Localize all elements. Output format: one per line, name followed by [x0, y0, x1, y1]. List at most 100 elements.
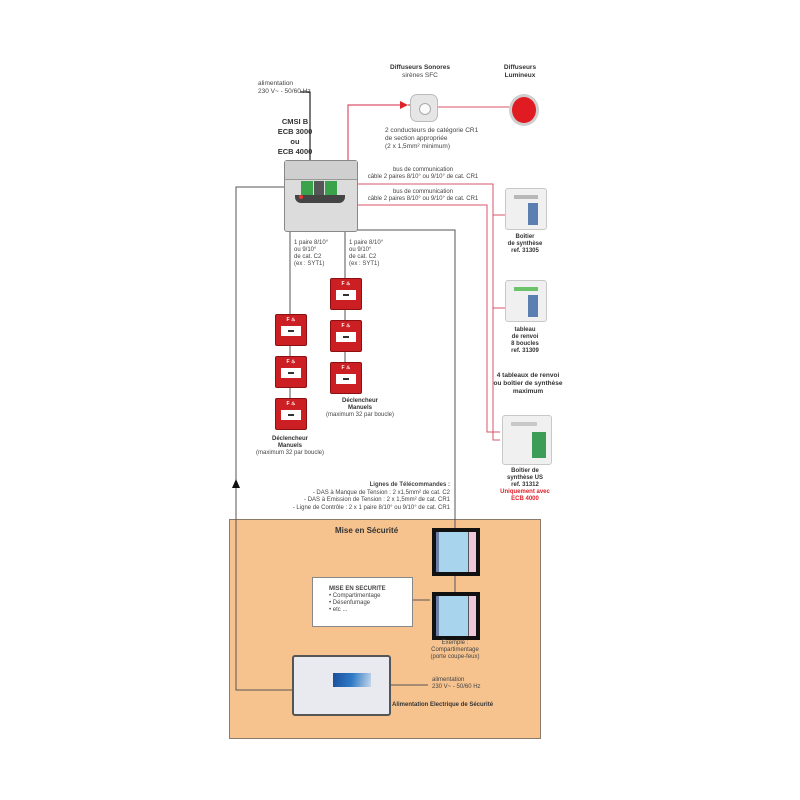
flash-title: Diffuseurs Lumineux — [490, 64, 550, 80]
callpoint-label: F ♨ — [286, 359, 296, 365]
board-icon — [532, 432, 546, 458]
aes-power-voltage: 230 V~ - 50/60 Hz — [432, 684, 481, 690]
manual-call-point-icon[interactable]: F ♨ — [275, 398, 307, 430]
bus1-line1: bus de communication — [392, 167, 454, 173]
manual-call-point-icon[interactable]: F ♨ — [275, 314, 307, 346]
siren-wire — [347, 104, 400, 160]
exemple-line1: Exemple : — [441, 640, 469, 646]
loop-right-line3: de cat. C2 — [349, 254, 377, 260]
boitier-31305-device[interactable] — [505, 188, 547, 230]
mise-box-item: • etc ... — [329, 607, 348, 613]
siren-title: Diffuseurs Sonores sirènes SFC — [380, 64, 460, 80]
telecommandes-note: Lignes de Télécommandes : - DAS à Manque… — [250, 482, 450, 512]
b31312-line1: Boîtier de — [511, 468, 539, 474]
flashing-light-icon[interactable] — [509, 94, 539, 126]
mise-box-item: • Désenfumage — [329, 600, 371, 606]
decl-left-line3: (maximum 32 par boucle) — [255, 450, 325, 456]
boitier-31305-label: Boîtier de synthèse ref. 31305 — [495, 234, 555, 255]
decl-right-line3: (maximum 32 par boucle) — [325, 412, 395, 418]
aes-label: Alimentation Electrique de Sécurité — [392, 702, 494, 708]
power-label-aes: alimentation 230 V~ - 50/60 Hz — [432, 677, 481, 691]
tableau-31309-label: tableau de renvoi 8 boucles ref. 31309 — [495, 327, 555, 355]
bus2-line2: câble 2 paires 8/10° ou 9/10° de cat. CR… — [367, 196, 479, 202]
telecommandes-item: - DAS à Manque de Tension : 2 x1,5mm² de… — [312, 489, 450, 496]
decl-left-line1: Déclencheur — [271, 436, 308, 442]
siren-icon[interactable] — [410, 94, 438, 122]
decl-right-line1: Déclencheur — [341, 398, 378, 404]
exemple-label: Exemple : Compartimentage (porte coupe-f… — [420, 640, 490, 661]
bus-wire-1 — [356, 183, 500, 441]
power-voltage: 230 V~ - 50/60 Hz — [258, 88, 311, 95]
fire-door-icon[interactable] — [432, 592, 480, 640]
return-wire-inside — [235, 519, 292, 691]
loop-right-line2: ou 9/10° — [349, 247, 372, 253]
keypad-icon — [528, 295, 538, 317]
loop-left-line3: de cat. C2 — [294, 254, 322, 260]
telecommand-wire — [356, 229, 456, 530]
loop-label-right: 1 paire 8/10° ou 9/10° de cat. C2 (ex : … — [349, 240, 383, 268]
cmsi-line2: ECB 3000 — [277, 127, 313, 136]
callpoint-label: F ♨ — [286, 401, 296, 407]
b31305-line1: Boîtier — [515, 234, 535, 240]
cmsi-base — [295, 195, 345, 203]
flash-subtitle: Lumineux — [504, 72, 536, 79]
max-note-line1: 4 tableaux de renvoi — [496, 372, 560, 379]
decl-right-line2: Manuels — [347, 405, 372, 411]
decl-left-line2: Manuels — [277, 443, 302, 449]
boitier-31312-label: Boîtier de synthèse US ref. 31312 Unique… — [490, 468, 560, 503]
zone-title: Mise en Sécurité — [335, 526, 399, 535]
aes-device[interactable] — [292, 655, 391, 716]
callpoint-label: F ♨ — [341, 281, 351, 287]
cmsi-device[interactable] — [284, 160, 358, 232]
declencheur-label-left: Déclencheur Manuels (maximum 32 par bouc… — [245, 436, 335, 457]
power-wire — [300, 91, 311, 160]
cmsi-line4: ECB 4000 — [277, 147, 313, 156]
door-edge — [468, 596, 476, 636]
door-hinge — [436, 596, 439, 636]
display-icon — [514, 195, 538, 199]
display-icon — [514, 287, 538, 291]
t31309-line2: de renvoi — [511, 334, 539, 340]
b31312-line2: synthèse US — [506, 475, 543, 481]
mise-box-item: • Compartimentage — [329, 593, 381, 599]
bus2-line1: bus de communication — [392, 189, 454, 195]
t31309-line4: ref. 31309 — [511, 348, 539, 354]
loop-label-left: 1 paire 8/10° ou 9/10° de cat. C2 (ex : … — [294, 240, 328, 268]
telecommandes-item: - DAS à Emission de Tension : 2 x 1,5mm²… — [304, 497, 450, 503]
max-note-line3: maximum — [512, 388, 544, 395]
cmsi-board-icon — [325, 181, 337, 195]
cmsi-module-icon — [314, 181, 324, 195]
telecommandes-item: - Ligne de Contrôle : 2 x 1 paire 8/10° … — [292, 504, 450, 511]
cable-cr1-line2: de section appropriée — [385, 135, 448, 142]
mise-box-title: MISE EN SECURITE — [329, 586, 386, 592]
door-hinge — [436, 532, 439, 572]
tableau-31309-device[interactable] — [505, 280, 547, 322]
callpoint-label: F ♨ — [341, 365, 351, 371]
aes-power-label: alimentation — [432, 677, 465, 683]
bus-label-1: bus de communication câble 2 paires 8/10… — [358, 167, 488, 181]
manual-call-point-icon[interactable]: F ♨ — [330, 362, 362, 394]
cmsi-line3: ou — [290, 137, 300, 146]
cmsi-board-icon — [301, 181, 313, 195]
callpoint-window — [336, 332, 356, 342]
cable-cr1-note: 2 conducteurs de catégorie CR1 de sectio… — [385, 127, 478, 151]
boitier-31312-device[interactable] — [502, 415, 552, 465]
exemple-line2: Compartimentage — [431, 647, 479, 653]
manual-call-point-icon[interactable]: F ♨ — [330, 320, 362, 352]
loop-right-line4: (ex : SYT1) — [349, 261, 380, 267]
cmsi-line1: CMSI B — [281, 117, 309, 126]
bus-wire-2 — [356, 204, 500, 433]
callpoint-label: F ♨ — [286, 317, 296, 323]
manual-call-point-icon[interactable]: F ♨ — [275, 356, 307, 388]
t31309-line1: tableau — [514, 327, 536, 333]
door-edge — [468, 532, 476, 572]
power-label-cmsi: alimentation 230 V~ - 50/60 Hz — [258, 80, 311, 96]
cmsi-title: CMSI B ECB 3000 ou ECB 4000 — [270, 117, 320, 157]
manual-call-point-icon[interactable]: F ♨ — [330, 278, 362, 310]
cmsi-lid — [285, 161, 357, 180]
fire-door-icon[interactable] — [432, 528, 480, 576]
callpoint-window — [281, 410, 301, 420]
t31309-line3: 8 boucles — [511, 341, 539, 347]
loop-left-line4: (ex : SYT1) — [294, 261, 325, 267]
